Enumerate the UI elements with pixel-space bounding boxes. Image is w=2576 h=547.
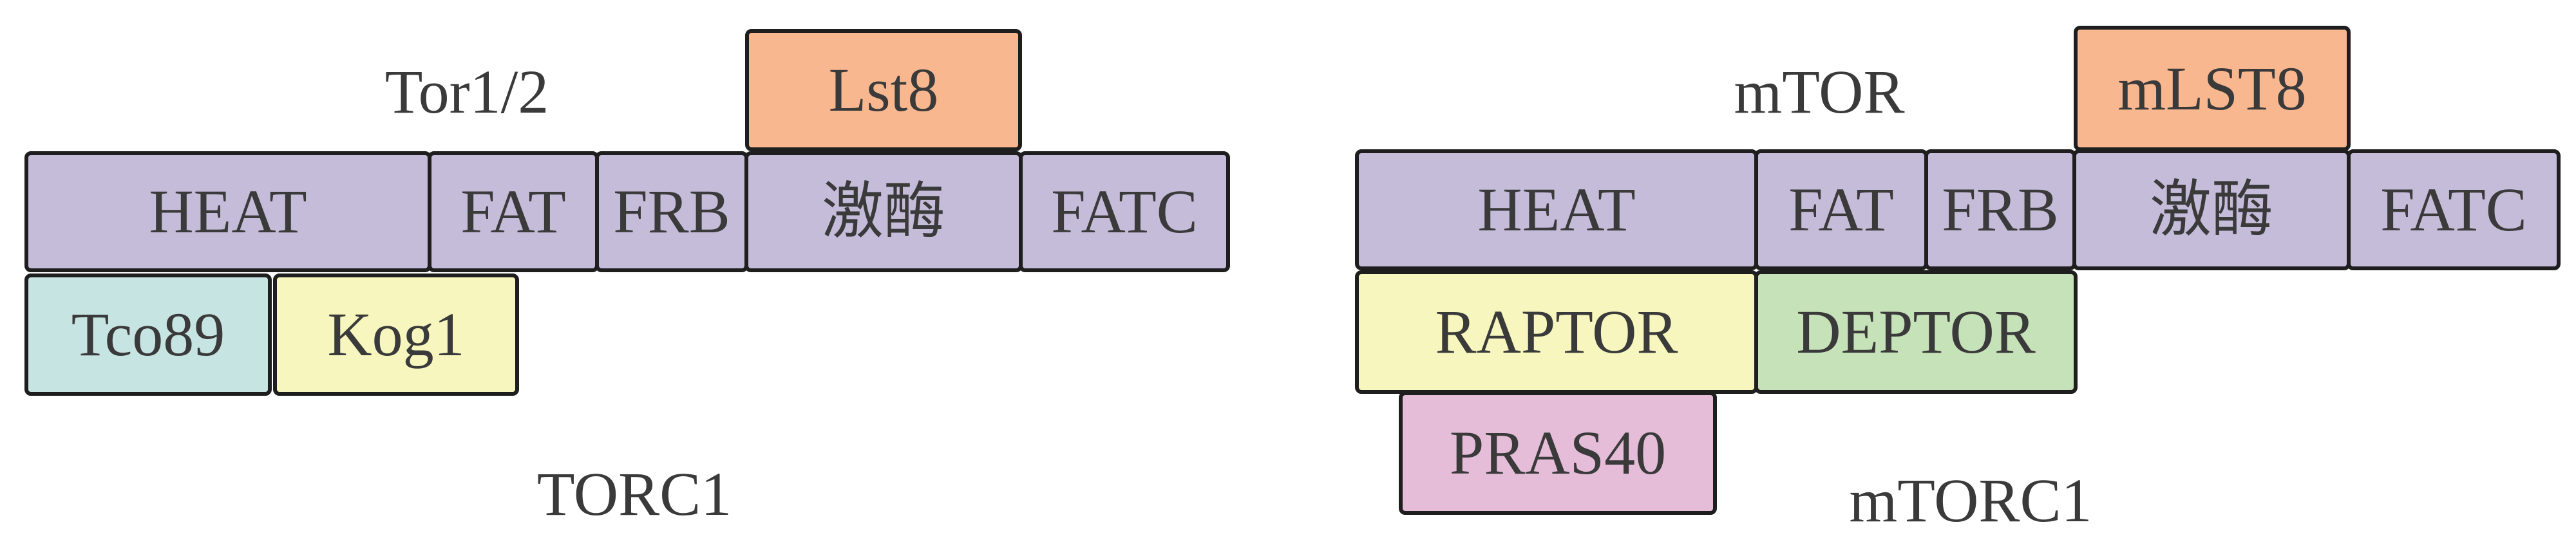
heat-domain: HEAT [24, 151, 431, 272]
frb-domain: FRB [595, 151, 748, 272]
kinase-domain: 激酶 [2072, 149, 2351, 270]
fat-domain: FAT [428, 151, 599, 272]
fatc-domain: FATC [1019, 151, 1230, 272]
torc1-panel: Tor1/2 Lst8 HEAT FAT FRB 激酶 FATC Tco89 K… [24, 29, 1230, 528]
mtorc1-label: mTORC1 [1849, 466, 2092, 535]
frb-domain: FRB [1924, 149, 2076, 270]
pras40-box: PRAS40 [1399, 391, 1717, 515]
tor12-label: Tor1/2 [384, 57, 549, 126]
fatc-domain: FATC [2347, 149, 2561, 270]
fat-domain: FAT [1754, 149, 1928, 270]
tco89-box: Tco89 [24, 274, 272, 396]
mlst8-box: mLST8 [2074, 26, 2351, 151]
kinase-domain: 激酶 [744, 151, 1023, 272]
raptor-box: RAPTOR [1355, 270, 1758, 394]
torc1-label: TORC1 [536, 459, 732, 528]
deptor-box: DEPTOR [1754, 270, 2078, 394]
heat-domain: HEAT [1355, 149, 1758, 270]
lst8-box: Lst8 [745, 29, 1022, 151]
kog1-box: Kog1 [273, 274, 519, 396]
mtorc1-panel: mTOR mLST8 HEAT FAT FRB 激酶 FATC RAPTOR D… [1288, 0, 2576, 547]
mtor-label: mTOR [1734, 57, 1905, 126]
